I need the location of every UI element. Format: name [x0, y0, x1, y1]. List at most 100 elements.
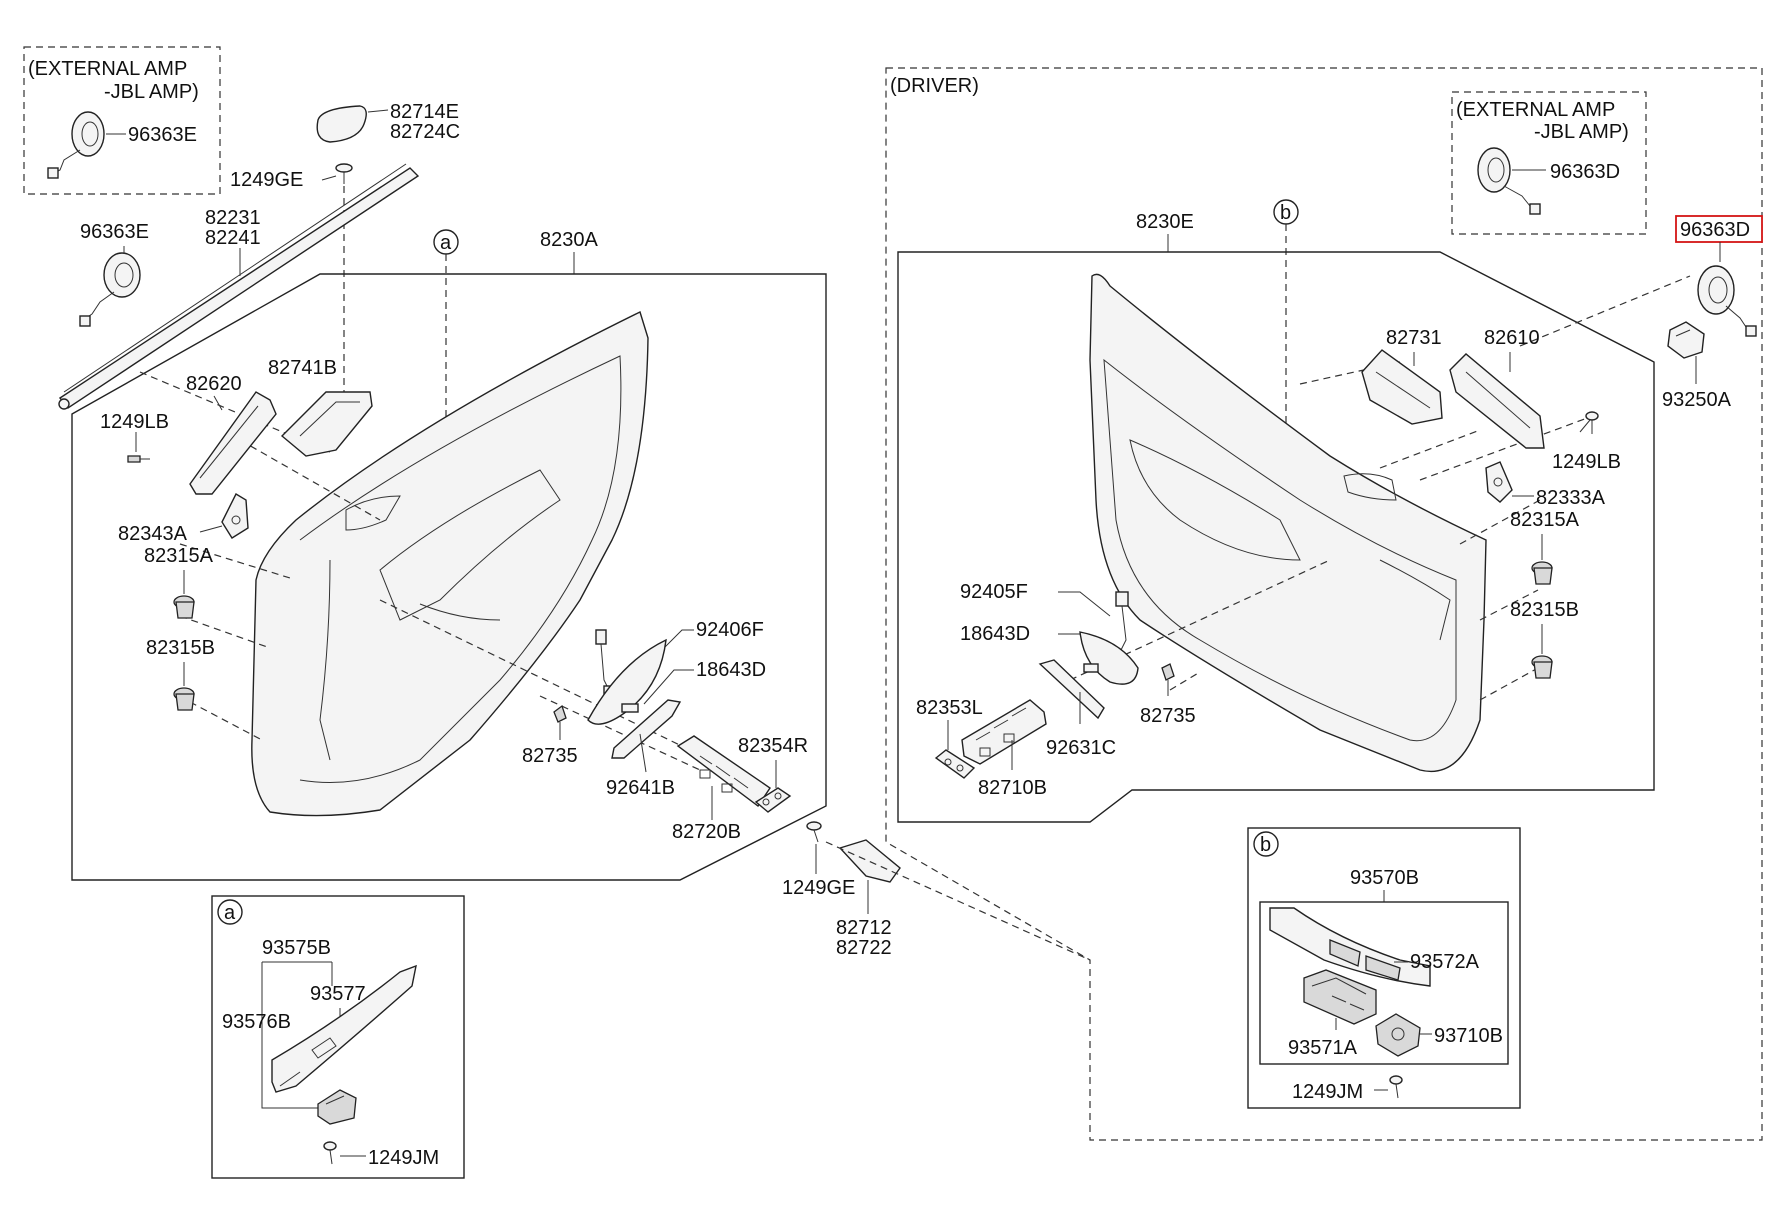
left-door-panel-icon [251, 311, 649, 817]
right-switch-a-icon [1667, 321, 1705, 359]
right-lens-icon [1038, 659, 1105, 720]
left-garnish-top-label-1: 82714E [390, 101, 459, 123]
left-clip-735-label: 82735 [522, 745, 578, 767]
left-speaker-label: 96363E [80, 221, 149, 243]
left-clip-b-label: 82315B [146, 637, 215, 659]
detail-a-box: a 93575B 93577 93576B 1249JM [211, 895, 465, 1179]
left-garnish-bottom-label-1: 82712 [836, 917, 892, 939]
right-external-amp-box: (EXTERNAL AMP -JBL AMP) 96363D [1451, 91, 1647, 235]
highlighted-part-box[interactable] [1675, 215, 1763, 243]
left-bottom-screw-label: 1249GE [782, 877, 855, 899]
left-cover-label: 82354R [738, 735, 808, 757]
left-panel-label: 8230A [540, 229, 598, 251]
detail-a-screw-label: 1249JM [368, 1147, 439, 1169]
left-top-garnish-icon [316, 105, 367, 143]
left-lamp-icon [587, 638, 667, 725]
left-cover-icon [754, 787, 792, 813]
left-weatherstrip-icon [58, 163, 420, 410]
right-cover-label: 82353L [916, 697, 983, 719]
left-speaker-icon [79, 252, 141, 327]
right-speaker-highlighted-label[interactable]: 96363D [1680, 219, 1750, 241]
detail-a-part-1-label: 93577 [310, 983, 366, 1005]
right-bracket-a-label: 82333A [1536, 487, 1606, 509]
left-amp-speaker-icon [47, 111, 105, 179]
right-amp-speaker-label: 96363D [1550, 161, 1620, 183]
right-screw-lb-icon [1579, 411, 1599, 433]
right-lamp-label: 18643D [960, 623, 1030, 645]
detail-b-part-1-label: 93572A [1410, 951, 1480, 973]
left-clip-a-icon [173, 595, 195, 619]
detail-b-mirror-switch-icon [1375, 1013, 1421, 1057]
left-cable-label: 92406F [696, 619, 764, 641]
detail-b-switch-icon [1303, 969, 1377, 1025]
left-amp-speaker-label: 96363E [128, 124, 197, 146]
right-handle-bracket-label: 82610 [1484, 327, 1540, 349]
left-screw-lb-icon [127, 455, 150, 463]
driver-dashed-box [885, 67, 1763, 1141]
right-clip-735-icon [1161, 663, 1175, 681]
left-bracket-a-label: 82343A [118, 523, 188, 545]
detail-a-assy-label: 93575B [262, 937, 331, 959]
detail-b-box: b 93570B 93572A 93571A 93710B 1249JM [1247, 827, 1521, 1109]
right-clip-735-label: 82735 [1140, 705, 1196, 727]
left-weatherstrip-label-1: 82231 [205, 207, 261, 229]
left-lamp-label: 18643D [696, 659, 766, 681]
left-handle-bracket-icon [189, 391, 277, 495]
left-lens-icon [611, 699, 682, 759]
left-switch-label: 82720B [672, 821, 741, 843]
detail-b-switch-panel-icon [1269, 907, 1431, 987]
left-bracket-a-icon [221, 493, 249, 539]
left-garnish-top-label-2: 82724C [390, 121, 460, 143]
left-top-screw-label: 1249GE [230, 169, 303, 191]
left-clip-735-icon [553, 704, 567, 723]
left-garnish-bottom-label-2: 82722 [836, 937, 892, 959]
right-handle-bracket-icon [1449, 353, 1545, 449]
detail-b-tag: b [1260, 834, 1271, 856]
right-inner-handle-icon [1361, 349, 1443, 425]
left-external-amp-box: (EXTERNAL AMP -JBL AMP) 96363E [23, 46, 221, 195]
left-screw-lb-label: 1249LB [100, 411, 169, 433]
left-inner-handle-label: 82741B [268, 357, 337, 379]
right-panel-label: 8230E [1136, 211, 1194, 233]
right-clip-a-label: 82315A [1510, 509, 1580, 531]
left-amp-box-title-2: -JBL AMP) [104, 81, 199, 103]
detail-b-screw-icon [1389, 1075, 1403, 1099]
right-cover-icon [934, 749, 976, 779]
detail-b-part-2-label: 93571A [1288, 1037, 1358, 1059]
right-lamp-icon [1079, 631, 1139, 685]
detail-a-part-2-label: 93576B [222, 1011, 291, 1033]
detail-b-part-3-label: 93710B [1434, 1025, 1503, 1047]
left-assembly-frame [71, 273, 827, 881]
left-lens-label: 92641B [606, 777, 675, 799]
right-cable-label: 92405F [960, 581, 1028, 603]
left-bottom-screw-icon [806, 821, 822, 843]
left-clip-b-icon [173, 687, 195, 711]
driver-title: (DRIVER) [890, 75, 979, 97]
right-amp-box-title-1: (EXTERNAL AMP [1456, 99, 1615, 121]
detail-a-screw-icon [323, 1141, 337, 1165]
right-assembly-frame [897, 251, 1655, 823]
detail-a-tag: a [224, 902, 236, 924]
right-door-panel-icon [1089, 273, 1487, 772]
right-switch-a-label: 93250A [1662, 389, 1732, 411]
right-screw-lb-label: 1249LB [1552, 451, 1621, 473]
left-amp-box-title-1: (EXTERNAL AMP [28, 58, 187, 80]
left-callout-a: a [440, 232, 452, 254]
right-callout-b: b [1280, 202, 1291, 224]
right-clip-a-icon [1531, 561, 1553, 585]
right-clip-b-icon [1531, 655, 1553, 679]
left-bottom-garnish-icon [838, 839, 901, 883]
right-switch-b-icon [961, 699, 1047, 765]
right-switch-b-label: 82710B [978, 777, 1047, 799]
left-clip-a-label: 82315A [144, 545, 214, 567]
detail-a-switch-icon [317, 1089, 357, 1125]
right-bracket-a-icon [1485, 461, 1513, 503]
left-inner-handle-icon [280, 391, 373, 457]
left-top-screw-icon [335, 163, 353, 184]
right-lens-label: 92631C [1046, 737, 1116, 759]
right-amp-box-title-2: -JBL AMP) [1534, 121, 1629, 143]
right-inner-handle-label: 82731 [1386, 327, 1442, 349]
right-clip-b-label: 82315B [1510, 599, 1579, 621]
right-speaker-icon [1697, 265, 1757, 337]
